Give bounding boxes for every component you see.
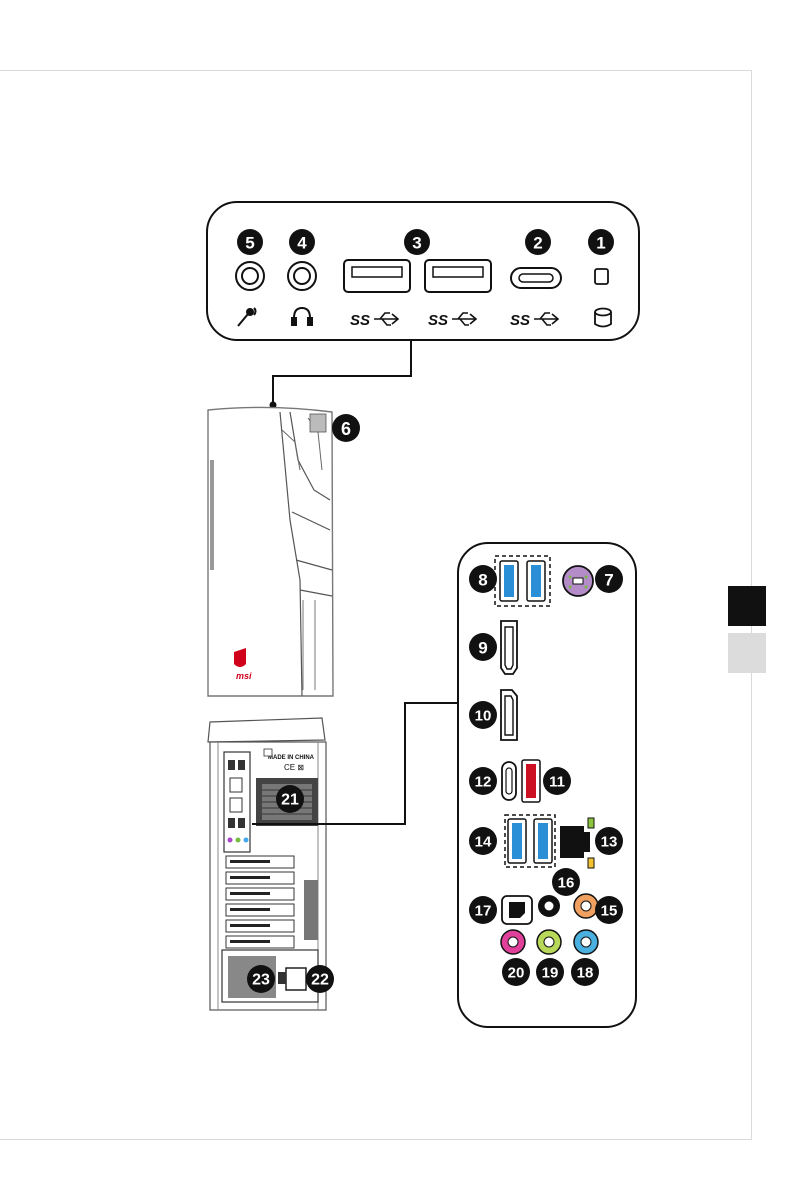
front-io-panel: 5 4 3 2 1 [207, 202, 639, 340]
svg-text:13: 13 [601, 834, 618, 851]
callout-11: 11 [543, 767, 571, 795]
callout-22: 22 [306, 965, 334, 993]
front-panel-leader [273, 340, 411, 405]
svg-text:1: 1 [596, 234, 605, 253]
callout-12: 12 [469, 767, 497, 795]
usb-port-14b [534, 819, 552, 863]
usb-a-port-1 [344, 260, 410, 292]
svg-text:8: 8 [478, 571, 487, 590]
audio-jack-pink [501, 930, 525, 954]
svg-text:23: 23 [252, 972, 270, 989]
case-rear-view: MADE IN CHINA CE ⊠ [208, 718, 326, 1010]
svg-text:7: 7 [604, 571, 613, 590]
audio-jack-lime [537, 930, 561, 954]
callout-14: 14 [469, 827, 497, 855]
svg-text:10: 10 [475, 708, 492, 725]
callout-8: 8 [469, 565, 497, 593]
svg-text:21: 21 [281, 792, 299, 809]
svg-text:22: 22 [311, 972, 329, 989]
svg-text:5: 5 [245, 234, 254, 253]
callout-21: 21 [276, 785, 304, 813]
rear-io-panel: 8 7 9 10 12 11 14 13 [458, 543, 636, 1027]
callout-4: 4 [289, 229, 315, 255]
callout-9: 9 [469, 633, 497, 661]
hdmi-port [501, 621, 517, 674]
callout-6: 6 [332, 414, 360, 442]
svg-text:SS: SS [510, 312, 530, 329]
displayport-port [501, 690, 517, 740]
svg-text:19: 19 [542, 965, 559, 982]
svg-text:12: 12 [475, 774, 492, 791]
callout-3: 3 [404, 229, 430, 255]
callout-20: 20 [502, 958, 530, 986]
usb-c-port [511, 268, 561, 288]
svg-text:17: 17 [475, 903, 492, 920]
usb-a-port-2 [425, 260, 491, 292]
usb-port-8b [527, 561, 545, 601]
svg-text:20: 20 [508, 965, 525, 982]
svg-text:15: 15 [601, 903, 618, 920]
usb-port-8a [500, 561, 518, 601]
audio-jack-blue [574, 930, 598, 954]
svg-text:4: 4 [297, 234, 307, 253]
svg-text:14: 14 [475, 834, 492, 851]
callout-17: 17 [469, 896, 497, 924]
svg-text:CE ⊠: CE ⊠ [284, 763, 304, 772]
optical-spdif-port [502, 896, 532, 924]
callout-10: 10 [469, 701, 497, 729]
callout-16: 16 [552, 868, 580, 896]
svg-text:6: 6 [341, 419, 351, 439]
svg-text:MADE IN CHINA: MADE IN CHINA [268, 755, 315, 761]
svg-text:2: 2 [533, 234, 542, 253]
svg-text:SS: SS [428, 312, 448, 329]
callout-13: 13 [595, 827, 623, 855]
ps2-port [563, 566, 593, 596]
usb-port-14a [508, 819, 526, 863]
usb-red-port [522, 760, 540, 802]
case-front-view: msi [208, 407, 333, 696]
audio-jack-black [538, 895, 560, 917]
callout-2: 2 [525, 229, 551, 255]
callout-18: 18 [571, 958, 599, 986]
svg-text:11: 11 [549, 774, 565, 791]
callout-1: 1 [588, 229, 614, 255]
mic-jack [236, 262, 264, 290]
callout-23: 23 [247, 965, 275, 993]
svg-text:3: 3 [412, 234, 421, 253]
svg-text:SS: SS [350, 312, 370, 329]
headphone-jack [288, 262, 316, 290]
callout-7: 7 [595, 565, 623, 593]
reset-button [595, 269, 608, 284]
callout-19: 19 [536, 958, 564, 986]
usb-c-rear-port [502, 762, 516, 800]
audio-jack-orange [574, 894, 598, 918]
svg-text:9: 9 [478, 639, 487, 658]
callout-15: 15 [595, 896, 623, 924]
svg-text:16: 16 [558, 875, 575, 892]
svg-text:18: 18 [577, 965, 594, 982]
svg-text:msi: msi [236, 671, 252, 681]
callout-5: 5 [237, 229, 263, 255]
